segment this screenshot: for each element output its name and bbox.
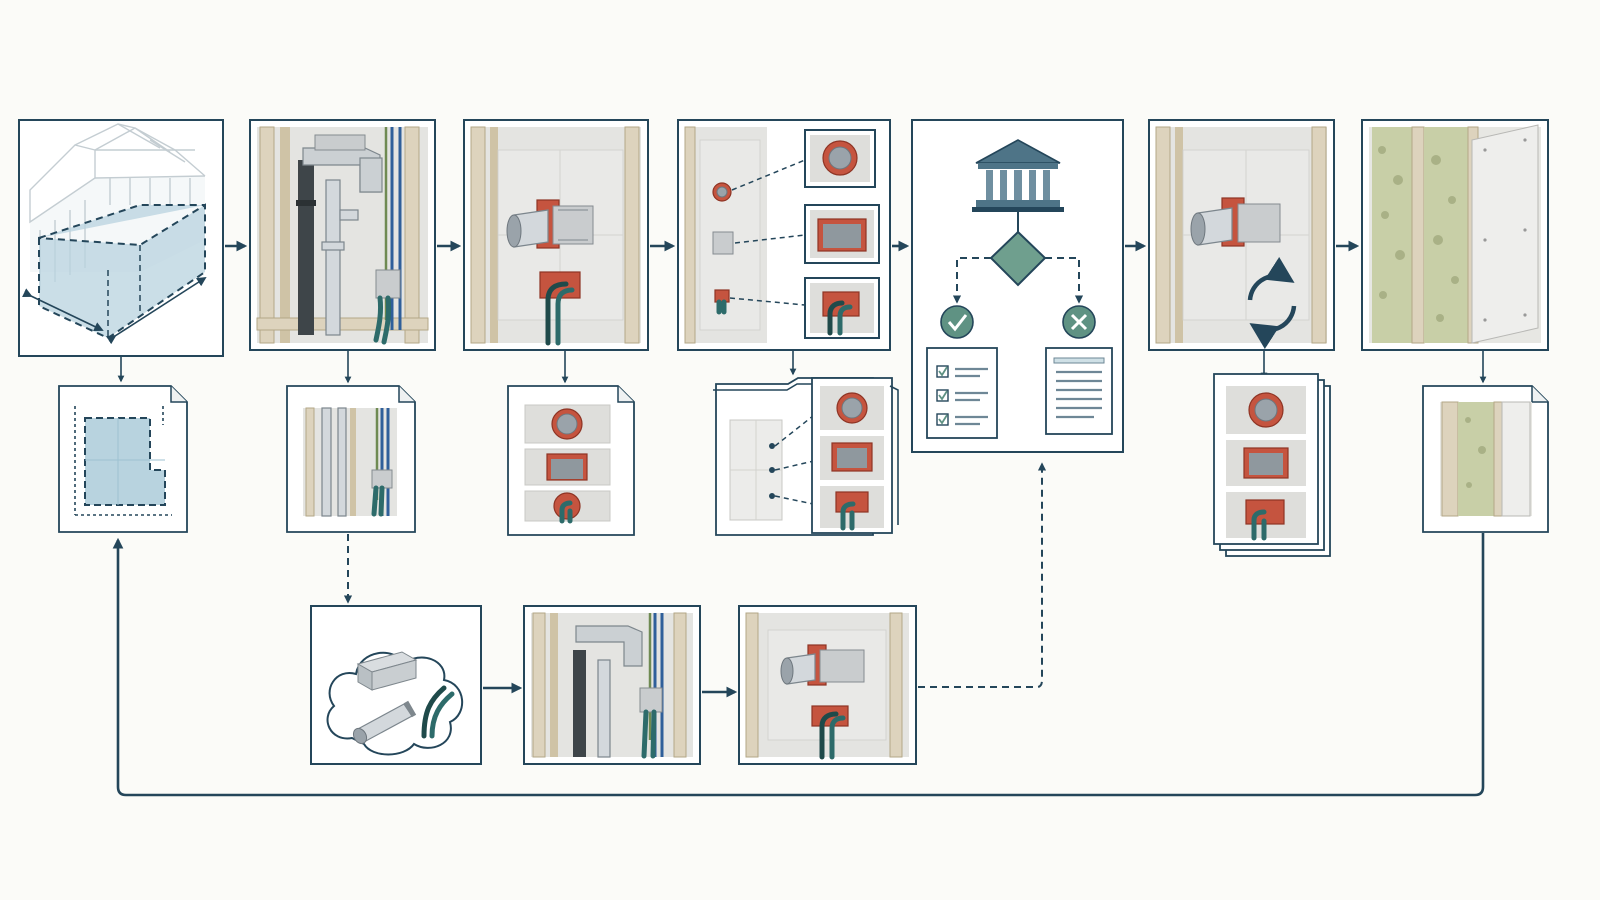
refresh-cycle-icon xyxy=(1247,256,1297,350)
resubmission-connector xyxy=(918,462,1047,688)
mep-rough-in-panel xyxy=(249,119,436,351)
drywall-sheet xyxy=(1471,124,1539,344)
detail-callout-rect xyxy=(804,204,880,264)
rough-in-variant-panel xyxy=(523,605,701,765)
penetration-schedule-document xyxy=(507,385,635,536)
penetration-detailing-panel xyxy=(677,119,891,351)
check-circle-icon xyxy=(940,305,974,339)
x-circle-icon xyxy=(1062,305,1096,339)
report-document-icon xyxy=(1045,347,1113,435)
authority-review-panel xyxy=(911,119,1124,453)
revised-penetrations-panel xyxy=(1148,119,1335,351)
wall-close-in-panel xyxy=(1361,119,1549,351)
component-library-panel xyxy=(310,605,482,765)
house-frame-icon xyxy=(22,123,207,345)
penetration-variant-panel xyxy=(738,605,917,765)
component-cloud-icon xyxy=(326,651,464,756)
floor-plan-document-icon xyxy=(58,385,188,533)
feedback-loop-connector xyxy=(112,533,1485,797)
cable-penetration xyxy=(539,271,581,346)
rough-in-detail-document xyxy=(286,385,416,533)
revised-penetration-set xyxy=(1213,373,1331,557)
penetration-detail-set xyxy=(713,377,899,536)
institution-building-icon xyxy=(972,139,1064,212)
detail-callout-round xyxy=(804,129,876,188)
duct-penetration xyxy=(506,199,594,249)
detail-callout-cable xyxy=(804,277,880,339)
building-model-panel xyxy=(18,119,224,357)
wall-penetrations-panel xyxy=(463,119,649,351)
checklist-document-icon xyxy=(926,347,998,439)
decision-diamond-icon xyxy=(989,230,1047,287)
wall-assembly-document xyxy=(1422,385,1549,533)
